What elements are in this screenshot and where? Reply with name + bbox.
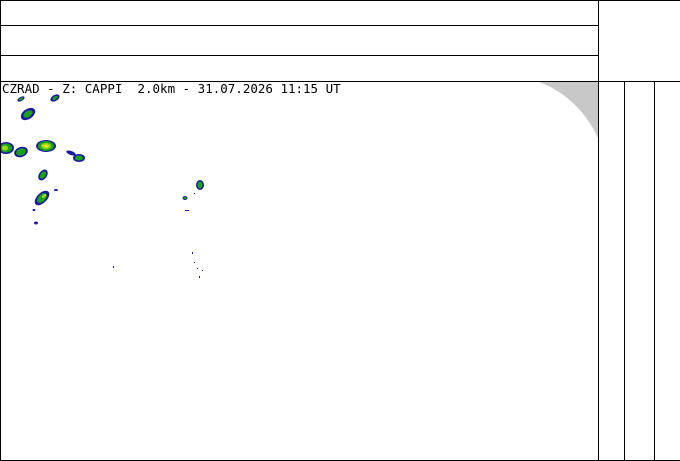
echo-cell [14,146,28,158]
echo-cell [20,107,36,121]
header-divider-2 [0,55,599,56]
map-title: CZRAD - Z: CAPPI 2.0km - 31.07.2026 11:1… [2,81,341,96]
echo-cell [50,94,60,102]
legend-divider-1 [624,81,625,460]
echo-cell [182,193,195,211]
legend-divider-2 [654,81,655,460]
header-row-1 [1,1,598,25]
echo-cell [113,252,203,278]
header-divider-1 [0,25,599,26]
echo-cell [66,150,85,162]
radar-map-canvas [1,82,598,278]
header-row-3 [1,56,598,81]
header-row-2 [1,26,598,55]
header-bottom-divider [0,81,680,82]
legend-column-3 [655,82,679,459]
outside-range-area [539,82,598,138]
echo-cell [32,189,58,225]
echo-cell [17,96,25,102]
echo-cell [34,190,50,206]
radar-map[interactable] [1,82,598,459]
legend-column-1 [599,82,624,459]
echo-cell [36,140,56,152]
echo-cell [38,169,48,181]
map-right-border [598,0,599,460]
echo-cell [196,180,204,190]
echo-cell [1,142,14,154]
precipitation-echoes [1,94,204,278]
corner-box [599,1,679,81]
legend-column-2 [625,82,654,459]
